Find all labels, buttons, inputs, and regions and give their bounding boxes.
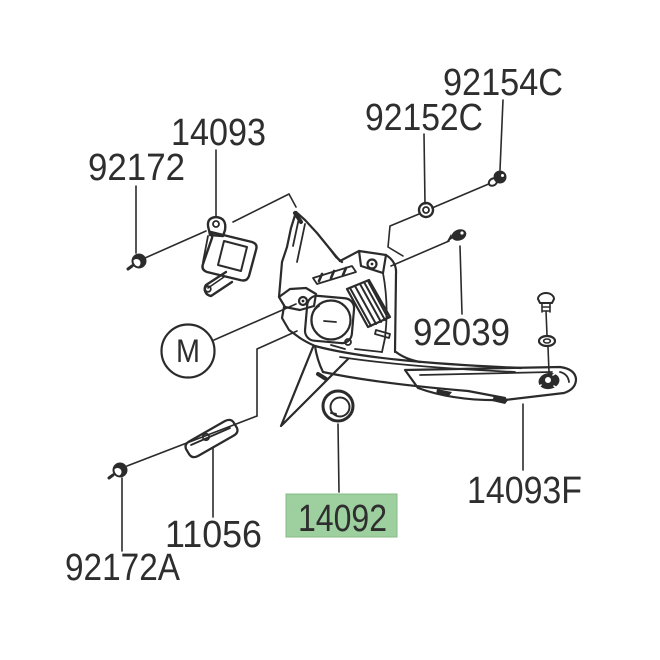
leader-92154C [499,99,504,171]
cover-pad [345,278,392,329]
cover-fin-crease2 [296,223,306,263]
cover-boss-right-hole [366,258,378,270]
screw-right-icon [537,292,555,313]
grommet-14092 [321,389,355,423]
rail-lower [321,370,507,400]
cover-left-to-rail [298,336,317,348]
bracket-14093-arm-hole [204,285,212,293]
part-label-14092[interactable]: 14092 [298,498,387,540]
cover-left-edge [280,305,302,340]
bracket-14093-window [217,240,248,272]
motor-circle [160,323,216,379]
leader-92172-screw [144,230,207,259]
cover-boss-left-dot [301,299,305,303]
axis-92154C [431,182,492,209]
axis-92039 [390,240,450,267]
bracket-11056-body [184,418,239,459]
leader-92152C [423,133,426,205]
bracket-14093-body [201,230,258,282]
part-label-92039[interactable]: 92039 [413,312,510,354]
meter-cover-drawing [277,210,523,428]
rail-upper [313,344,523,370]
cover-small-hole [344,338,352,346]
cover-collar [303,294,356,345]
bracket-14093-lug-hole [212,220,220,228]
rail-mark [316,372,328,381]
part-label-14093[interactable]: 14093 [171,112,266,154]
cover-vent-dashes [317,266,348,283]
part-label-11056[interactable]: 11056 [165,514,262,556]
bracket-14093-arm-line [207,276,225,289]
cover-point [279,345,350,428]
bracket-14093-arm [203,270,234,298]
bracket-14093 [201,215,258,298]
cover-hole-tick [323,320,337,323]
bracket-11056 [184,418,239,459]
cover-boss-left [277,286,318,312]
motor-symbol: M [160,323,216,379]
lower-panel-14093F [403,365,578,402]
bracket-14093-lug [206,215,227,238]
bracket-11056-line [190,427,231,446]
cover-fin-tip [293,211,303,224]
ghost-line-14093 [232,193,297,223]
panel-outline [403,365,578,402]
bracket-14093-depth [202,235,209,263]
axis-92152C-elbow [387,213,420,257]
leader-motor [213,303,297,341]
cover-fin-crease1 [292,217,300,247]
highlighted-part-label-group[interactable]: 14092 [285,493,398,540]
bracket-11056-hole [201,432,211,442]
grommet-outer-ring [321,389,355,423]
cover-hole-inner-arc [310,305,320,334]
cover-slot [374,329,391,339]
cover-boss-right [357,249,388,275]
receptacle-icon [536,371,560,390]
axis-11056-elbow [256,330,298,417]
fasteners [107,170,560,480]
part-label-92172A[interactable]: 92172A [65,547,181,589]
cover-vent-strip [312,265,357,285]
rail-inner [339,356,516,373]
cover-boss-right-dot [370,262,374,266]
washer-right-icon [537,334,557,348]
part-label-92152C[interactable]: 92152C [365,97,483,139]
rail-cap [313,344,325,374]
panel-end-arc [559,371,570,383]
panel-inner-line [419,371,553,376]
cover-fin-left [277,210,298,299]
axis-right-screw [545,310,548,336]
screw-92172A-icon [107,462,128,480]
leader-92039 [459,245,463,315]
screw-92154C-icon [487,170,507,187]
pin-92039-icon [446,229,467,243]
cover-right-edge [384,253,398,354]
screw-92172-icon [126,253,147,271]
part-label-92172[interactable]: 92172 [88,147,185,189]
cover-boss-left-hole [297,295,309,307]
cover-bottom-inner [354,348,383,353]
highlight-box-14092[interactable] [285,493,398,538]
grommet-inner-ring [329,396,351,418]
cover-top-edge [338,249,361,263]
cover-slot2 [330,344,346,350]
grommet-tick [330,412,337,415]
motor-label: M [176,333,200,369]
part-labels: 92172 14093 92152C 92154C 92039 14093F 1… [65,62,582,589]
part-label-14093F[interactable]: 14093F [467,470,582,512]
washer-92152C-icon [417,201,435,219]
cover-pad-hatch [349,280,389,327]
leader-14092 [337,423,340,493]
part-label-92154C[interactable]: 92154C [443,62,563,104]
